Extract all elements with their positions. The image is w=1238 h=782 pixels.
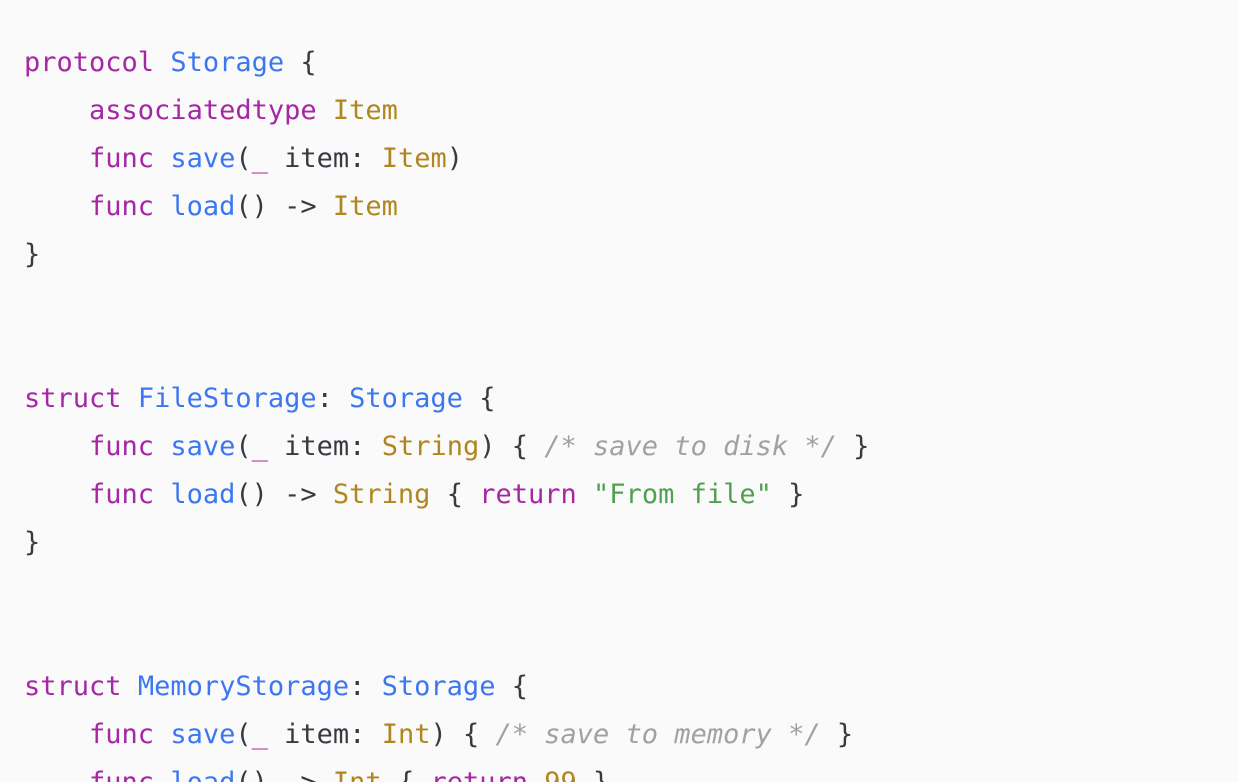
code-token-plain: } [771,479,805,510]
code-line: struct MemoryStorage: Storage { [24,663,1214,711]
code-token-keyword: func [89,719,155,750]
code-line: func save(_ item: String) { /* save to d… [24,423,1214,471]
code-token-plain: } [836,431,870,462]
code-token-keyword: return [430,767,528,782]
code-token-plain [24,143,89,174]
code-token-plain [154,719,170,750]
code-token-plain [154,767,170,782]
code-token-type: save [170,143,236,174]
code-token-type: Storage [381,671,496,702]
code-token-plain [24,479,89,510]
code-token-literal: String [332,479,431,510]
code-line [24,615,1214,663]
code-token-plain: { [284,47,317,78]
code-line: protocol Storage { [24,39,1214,87]
code-token-type: load [170,767,235,782]
code-token-plain [24,719,89,750]
code-token-keyword: func [89,143,155,174]
code-token-literal: Item [381,143,447,174]
code-token-plain [122,671,138,702]
code-token-plain: ) [446,143,463,174]
code-token-keyword: _ [251,143,268,174]
code-token-type: Storage [349,383,463,414]
code-token-plain: : [349,671,382,702]
code-token-plain: { [462,383,496,414]
code-token-plain [154,143,170,174]
code-token-plain [154,191,170,222]
code-token-plain [528,767,544,782]
code-token-keyword: protocol [24,47,155,78]
code-token-comment: /* save to disk */ [544,431,837,462]
code-token-keyword: func [89,431,155,462]
code-token-type: MemoryStorage [137,671,350,702]
code-token-type: FileStorage [137,383,317,414]
code-line: func load() -> Item [24,183,1214,231]
code-token-plain [24,191,89,222]
code-token-plain: ( [235,431,252,462]
code-token-plain: ( [235,143,252,174]
code-token-plain [24,767,89,782]
code-token-plain [317,95,333,126]
code-token-plain [122,383,138,414]
code-token-plain: item: [267,431,382,462]
code-token-plain: } [820,719,854,750]
code-token-plain: item: [267,143,382,174]
code-token-comment: /* save to memory */ [495,719,821,750]
code-block: protocol Storage { associatedtype Item f… [24,39,1214,782]
code-token-plain: { [382,767,431,782]
code-token-keyword: _ [251,719,268,750]
code-token-keyword: func [89,191,155,222]
code-line [24,327,1214,375]
code-token-type: save [170,719,236,750]
code-token-plain: } [24,527,41,558]
code-token-keyword: associatedtype [89,95,317,126]
code-line: associatedtype Item [24,87,1214,135]
code-token-plain: ) { [430,719,496,750]
code-token-keyword: struct [24,671,122,702]
code-token-plain [154,47,170,78]
code-token-keyword: func [89,479,155,510]
code-line: } [24,231,1214,279]
code-token-plain: ) { [479,431,545,462]
code-line: func load() -> String { return "From fil… [24,471,1214,519]
code-token-type: load [170,479,236,510]
code-token-plain [24,431,89,462]
code-token-type: load [170,191,236,222]
code-token-type: Storage [170,47,285,78]
code-token-string: "From file" [593,479,772,510]
code-token-plain: item: [267,719,382,750]
code-token-keyword: return [479,479,577,510]
code-token-literal: Int [381,719,431,750]
code-token-plain: () -> [235,479,333,510]
code-token-plain [577,479,593,510]
code-token-plain: } [577,767,609,782]
code-line: func save(_ item: Int) { /* save to memo… [24,711,1214,759]
code-token-literal: Item [332,95,398,126]
code-token-plain: () -> [235,191,333,222]
code-token-plain [24,95,89,126]
code-token-plain: { [430,479,480,510]
code-line [24,279,1214,327]
code-line: } [24,519,1214,567]
code-token-plain: { [495,671,528,702]
code-token-literal: Item [332,191,398,222]
code-token-literal: String [381,431,480,462]
code-token-plain: : [316,383,350,414]
code-line [24,567,1214,615]
code-token-keyword: struct [24,383,122,414]
code-token-plain: ( [235,719,252,750]
code-token-plain [154,431,170,462]
code-token-plain: } [24,239,41,270]
code-token-plain [154,479,170,510]
code-line: func save(_ item: Item) [24,135,1214,183]
code-line: func load() -> Int { return 99 } [24,759,1214,782]
code-token-literal: Int [333,767,382,782]
code-token-literal: 99 [544,767,577,782]
code-token-type: save [170,431,236,462]
code-token-keyword: _ [251,431,268,462]
code-token-plain: () -> [235,767,333,782]
code-token-keyword: func [89,767,154,782]
code-line: struct FileStorage: Storage { [24,375,1214,423]
